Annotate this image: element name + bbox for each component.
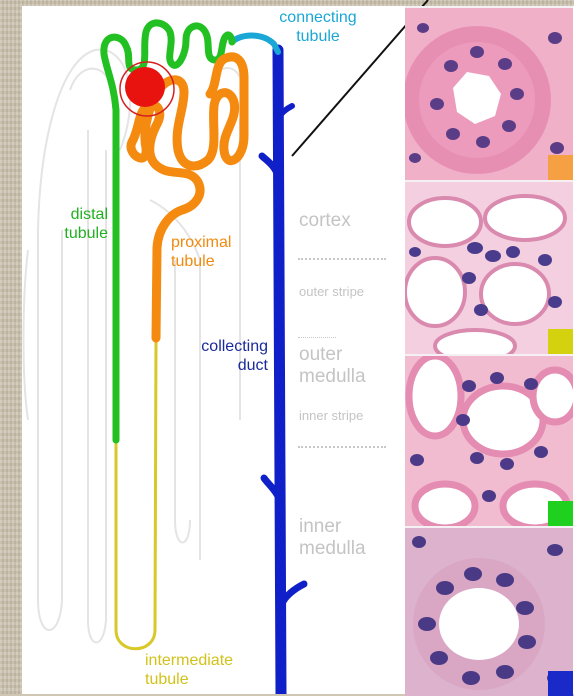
swatch-inner-medulla [548,671,573,696]
intermediate-tubule-line2: tubule [145,670,233,689]
zone-divider-cortex [298,258,386,260]
connecting-tubule-line2: tubule [272,27,364,46]
collecting-duct-line2: duct [180,356,268,375]
histology-tile-inner-stripe [405,354,573,526]
zone-divider-outer-stripe [298,337,336,338]
collecting-duct-shape [262,50,304,694]
swatch-inner-stripe [548,501,573,526]
histology-tile-outer-stripe [405,180,573,354]
connecting-tubule-line1: connecting [272,8,364,27]
zone-outer-stripe: outer stripe [299,284,364,300]
collecting-duct-label: collecting duct [180,337,268,375]
proximal-tubule-line2: tubule [171,252,231,271]
intermediate-tubule-shape [116,338,156,649]
zone-inner-medulla-line1: inner [299,516,366,538]
intermediate-tubule-label: intermediate tubule [145,651,233,689]
zone-cortex: cortex [299,210,351,232]
zone-outer-medulla-line1: outer [299,344,366,366]
collecting-duct-line1: collecting [180,337,268,356]
distal-tubule-line1: distal [56,205,108,224]
zone-inner-medulla: inner medulla [299,516,366,560]
distal-tubule-line2: tubule [56,224,108,243]
distal-tubule-label: distal tubule [56,205,108,243]
zone-outer-medulla: outer medulla [299,344,366,388]
glomerulus-shape [125,67,165,107]
histology-tile-proximal [405,6,573,180]
intermediate-tubule-line1: intermediate [145,651,233,670]
swatch-proximal [548,155,573,180]
zone-divider-medulla [298,446,386,448]
histology-tile-inner-medulla [405,526,573,696]
connecting-tubule-label: connecting tubule [272,8,364,46]
zone-outer-medulla-line2: medulla [299,366,366,388]
proximal-tubule-line1: proximal [171,233,231,252]
zone-inner-medulla-line2: medulla [299,538,366,560]
proximal-tubule-label: proximal tubule [171,233,231,271]
zone-inner-stripe: inner stripe [299,408,363,424]
swatch-outer-stripe [548,329,573,354]
